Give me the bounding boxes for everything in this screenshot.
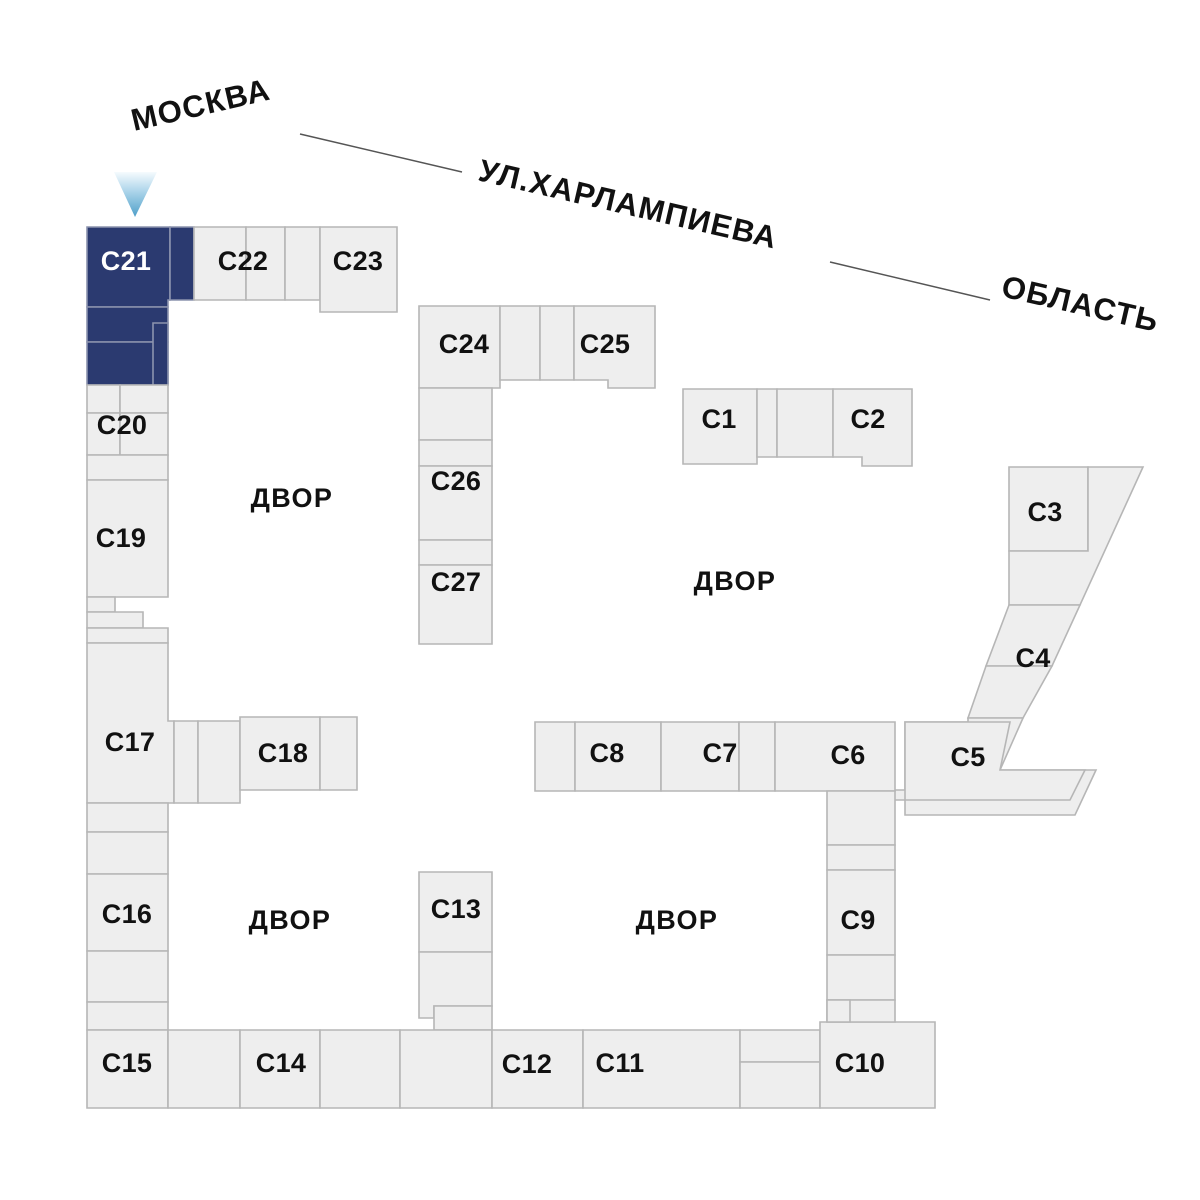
block-C5-main[interactable] [904, 721, 1087, 801]
block-label-C1: C1 [701, 404, 736, 434]
block-C9-foot[interactable] [826, 999, 851, 1023]
street-leader-lines [299, 133, 991, 301]
leader-line-moskva [299, 133, 463, 173]
block-C15-b[interactable] [167, 1029, 241, 1109]
block-label-C26: C26 [431, 466, 481, 496]
block-step-3[interactable] [86, 627, 169, 644]
block-label-C20: C20 [97, 410, 147, 440]
block-label-C3: C3 [1027, 497, 1062, 527]
location-marker-icon[interactable] [114, 172, 157, 217]
block-label-C15: C15 [102, 1048, 152, 1078]
block-label-C27: C27 [431, 567, 481, 597]
yard-label-nw: ДВОР [251, 483, 334, 513]
cluster-central-north [418, 305, 656, 645]
block-label-C5: C5 [950, 742, 985, 772]
block-C20-a[interactable] [86, 384, 121, 414]
block-label-C14: C14 [256, 1048, 306, 1078]
block-label-C23: C23 [333, 246, 383, 276]
block-C17-spur2[interactable] [197, 720, 241, 804]
block-label-C17: C17 [105, 727, 155, 757]
block-C24-b[interactable] [499, 305, 541, 381]
block-C13-c[interactable] [433, 1005, 493, 1031]
block-C26-b[interactable] [418, 439, 493, 467]
yard-labels: ДВОР ДВОР ДВОР ДВОР [249, 483, 777, 935]
block-C11-c[interactable] [739, 1061, 821, 1109]
block-C12-a[interactable] [399, 1029, 493, 1109]
block-label-C25: C25 [580, 329, 630, 359]
block-C17-spur[interactable] [173, 720, 199, 804]
block-label-C21: C21 [101, 246, 151, 276]
block-label-C24: C24 [439, 329, 489, 359]
block-label-C9: C9 [840, 905, 875, 935]
block-C1[interactable] [682, 388, 758, 465]
street-label-moskva: МОСКВА [128, 72, 274, 138]
block-label-C18: C18 [258, 738, 308, 768]
block-label-C6: C6 [830, 740, 865, 770]
block-C11-b[interactable] [739, 1029, 821, 1063]
block-label-C7: C7 [702, 738, 737, 768]
block-C16-a[interactable] [86, 802, 169, 833]
block-C16-d[interactable] [86, 1001, 169, 1031]
block-step-2[interactable] [86, 611, 144, 629]
block-label-C4: C4 [1015, 643, 1050, 673]
block-C16-c[interactable] [86, 950, 169, 1003]
block-C1-b[interactable] [756, 388, 778, 458]
block-C20-d[interactable] [86, 454, 169, 481]
block-C22-c[interactable] [284, 226, 321, 301]
block-label-C13: C13 [431, 894, 481, 924]
block-C18-b[interactable] [319, 716, 358, 791]
block-C8-a[interactable] [534, 721, 576, 792]
block-C23[interactable] [319, 226, 398, 313]
block-C6-spur[interactable] [826, 790, 896, 846]
block-label-C12: C12 [502, 1049, 552, 1079]
yard-label-se: ДВОР [636, 905, 719, 935]
block-label-C16: C16 [102, 899, 152, 929]
block-C16-b[interactable] [86, 831, 169, 875]
cluster-central-south [399, 871, 936, 1109]
block-C7-b[interactable] [738, 721, 776, 792]
block-C9-a[interactable] [826, 844, 896, 871]
block-C2[interactable] [832, 388, 913, 467]
block-label-C22: C22 [218, 246, 268, 276]
block-C21-lower-spur[interactable] [152, 322, 169, 386]
block-labels: C21 C22 C23 C20 C19 C17 C18 C16 C15 C14 … [96, 246, 1062, 1079]
cluster-northeast [682, 388, 913, 467]
block-C27[interactable] [418, 564, 493, 645]
block-C24[interactable] [418, 305, 501, 389]
yard-label-ne: ДВОР [694, 566, 777, 596]
block-C17[interactable] [86, 642, 175, 804]
yard-label-sw: ДВОР [249, 905, 332, 935]
block-C25[interactable] [573, 305, 656, 389]
block-C4-lower[interactable] [966, 665, 1054, 719]
block-C20-b[interactable] [119, 384, 169, 414]
block-C2-a[interactable] [776, 388, 834, 458]
block-C26-a[interactable] [418, 387, 493, 441]
street-label-harlampieva: УЛ.ХАРЛАМПИЕВА [475, 153, 781, 256]
cluster-northwest [86, 226, 401, 1109]
block-C14-b[interactable] [319, 1029, 401, 1109]
location-marker[interactable] [114, 172, 157, 217]
block-label-C10: C10 [835, 1048, 885, 1078]
block-label-C2: C2 [850, 404, 885, 434]
street-label-oblast: ОБЛАСТЬ [998, 269, 1162, 339]
block-label-C11: C11 [596, 1048, 645, 1078]
block-C10[interactable] [819, 1021, 936, 1109]
leader-line-oblast [829, 261, 991, 301]
block-label-C8: C8 [589, 738, 624, 768]
block-C25-a[interactable] [539, 305, 575, 381]
block-C21-wing[interactable] [169, 226, 195, 301]
block-C26-c[interactable] [418, 539, 493, 566]
block-label-C19: C19 [96, 523, 146, 553]
block-C9-b[interactable] [826, 954, 896, 1001]
block-C19[interactable] [86, 479, 169, 598]
block-step-1[interactable] [86, 596, 116, 613]
cluster-southeast [534, 721, 1087, 1023]
